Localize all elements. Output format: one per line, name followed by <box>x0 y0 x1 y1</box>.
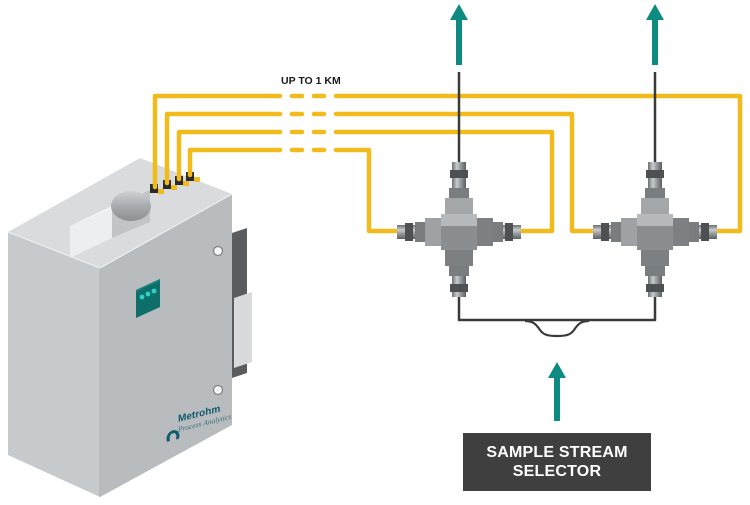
cabinet-front <box>8 232 100 497</box>
cross-fitting-valve-2-icon <box>593 162 717 297</box>
sample-lines <box>152 93 743 234</box>
metrohm-omega-logo-icon <box>166 430 180 442</box>
display-led <box>145 291 151 297</box>
sample-line-1 <box>152 93 743 234</box>
selector-cable <box>457 297 657 322</box>
display-led <box>139 294 145 300</box>
cabinet-display <box>136 279 160 318</box>
selector-label-line2: SELECTOR <box>512 463 602 480</box>
cabinet-knob-top <box>212 245 224 257</box>
selector-label-line1: SAMPLE STREAM <box>486 444 628 461</box>
outlet-arrow-2 <box>646 4 664 65</box>
outlet-lines <box>457 72 657 170</box>
cross-fitting-valve-1-icon <box>397 162 521 297</box>
outlet-arrow-1 <box>450 4 468 65</box>
curly-brace <box>524 319 590 338</box>
sample-line-3 <box>176 129 555 234</box>
sample-line-4 <box>187 147 401 234</box>
distance-label: UP TO 1 KM <box>281 75 341 87</box>
cabinet-knob-bottom <box>212 384 224 396</box>
cabinet-side <box>100 194 232 497</box>
cabinet-top-module <box>70 190 151 258</box>
sample-line-2 <box>164 111 603 234</box>
selector-arrow <box>548 362 566 421</box>
sample-stream-selector-label: SAMPLE STREAM SELECTOR <box>463 433 651 491</box>
analyzer-cabinet <box>7 158 252 497</box>
display-led <box>151 288 157 294</box>
